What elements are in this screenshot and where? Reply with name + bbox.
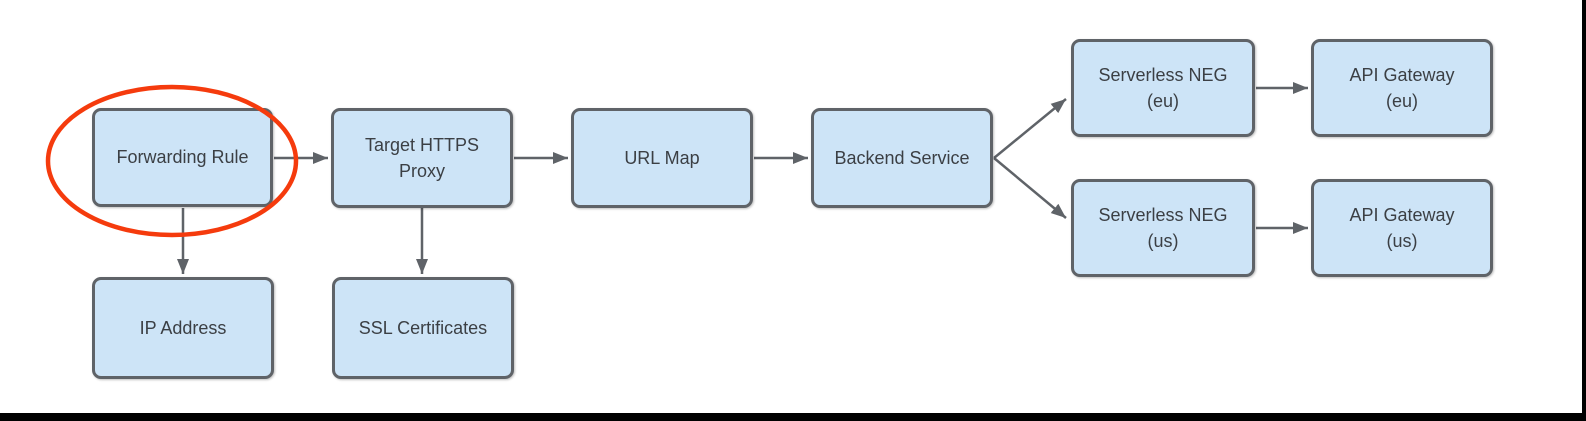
node-forwarding-rule: Forwarding Rule [92,108,273,207]
node-backend-service-label: Backend Service [834,147,970,168]
node-ssl-certificates: SSL Certificates [332,277,514,379]
node-serverless-neg-us: Serverless NEG (us) [1071,179,1255,277]
node-target-https-proxy: Target HTTPS Proxy [331,108,513,208]
node-serverless-neg-eu: Serverless NEG (eu) [1071,39,1255,137]
node-ip-address: IP Address [92,277,274,379]
node-serverless-neg-us-label: Serverless NEG (us) [1098,204,1228,251]
node-url-map: URL Map [571,108,753,208]
node-forwarding-rule-label: Forwarding Rule [116,147,249,168]
node-backend-service: Backend Service [811,108,993,208]
node-serverless-neg-eu-label: Serverless NEG (eu) [1098,64,1228,111]
window-edge-bottom [0,413,1586,421]
connector-backend-service-to-serverless-neg-us [993,157,1067,219]
node-api-gateway-eu-label: API Gateway (eu) [1349,64,1455,111]
node-api-gateway-us: API Gateway (us) [1311,179,1493,277]
node-ip-address-label: IP Address [139,317,227,338]
node-api-gateway-us-label: API Gateway (us) [1349,204,1455,251]
window-edge-right [1582,0,1586,421]
node-target-https-proxy-label: Target HTTPS Proxy [364,134,480,181]
node-ssl-certificates-label: SSL Certificates [358,317,488,338]
node-url-map-label: URL Map [624,147,700,168]
node-api-gateway-eu: API Gateway (eu) [1311,39,1493,137]
connector-backend-service-to-serverless-neg-eu [993,98,1067,159]
